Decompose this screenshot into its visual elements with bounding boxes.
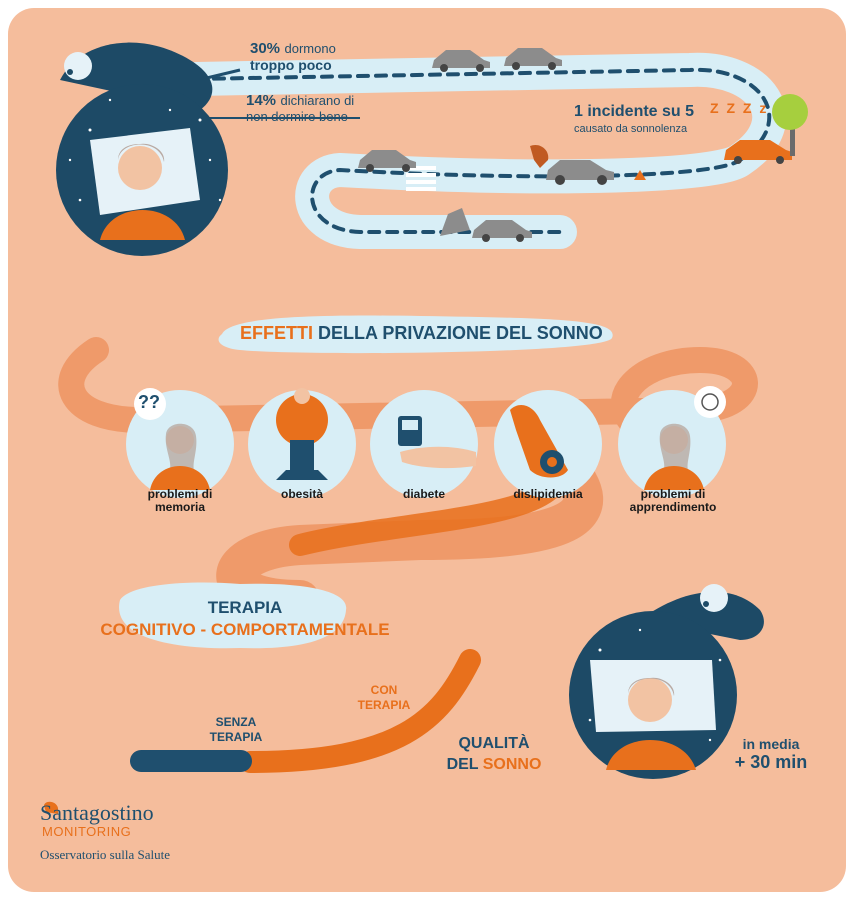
brand-tagline: Osservatorio sulla Salute	[40, 847, 170, 862]
crosswalk	[406, 166, 436, 191]
quality-line2a: DEL	[446, 756, 483, 773]
stat-text-dichiarano: dichiarano di	[280, 93, 355, 108]
quality-line1: QUALITÀ	[458, 735, 530, 752]
accident-title: 1 incidente su 5	[574, 103, 695, 120]
effect-label-obesity-1: obesità	[280, 487, 323, 501]
effect-label-learning: problemi di apprendimento	[618, 488, 728, 514]
stat-text-troppo-poco: troppo poco	[250, 57, 332, 73]
logo-mark	[44, 801, 58, 814]
effect-label-dyslipidemia: dislipidemia	[493, 488, 603, 501]
stat-sleep-little: 30% dormono troppo poco	[250, 40, 336, 72]
brand-logo: Santagostino MONITORING Osservatorio sul…	[40, 800, 170, 863]
accident-stat: 1 incidente su 5 causato da sonnolenza	[574, 103, 694, 135]
quality-label: QUALITÀ DEL SONNO	[444, 733, 544, 775]
effect-circles	[126, 390, 726, 498]
effect-label-learning-2: apprendimento	[629, 500, 717, 514]
quality-bar	[130, 649, 481, 773]
effect-label-memory-1: problemi di	[147, 487, 213, 501]
stat-value-14: 14%	[246, 92, 277, 109]
deer	[530, 144, 549, 168]
effect-label-diabetes-1: diabete	[402, 487, 445, 501]
car-1	[432, 50, 490, 72]
title-cloud	[218, 315, 613, 354]
average-gain-label: in media	[742, 736, 800, 752]
effect-label-diabetes: diabete	[369, 488, 479, 501]
diabetes-icon	[398, 416, 476, 469]
stat-value-30: 30%	[250, 40, 281, 57]
car-orange	[724, 140, 792, 164]
therapy-line1: TERAPIA	[207, 598, 283, 617]
brand-sub: MONITORING	[42, 824, 132, 839]
effect-label-obesity: obesità	[247, 488, 357, 501]
car-4	[546, 160, 614, 185]
effects-title-b: DELLA PRIVAZIONE DEL SONNO	[318, 323, 603, 343]
accident-subtitle: causato da sonnolenza	[574, 123, 688, 135]
stat-sleep-bad: 14% dichiarano di non dormire bene	[246, 92, 354, 124]
car-2	[504, 48, 562, 70]
warning-cone	[634, 170, 646, 180]
car-3	[358, 150, 416, 172]
average-gain: in media + 30 min	[716, 736, 826, 773]
learning-icon	[644, 386, 726, 490]
car-5	[472, 220, 532, 242]
sleeper-bottom	[569, 584, 764, 779]
zzz-sleep-letters: Z Z Z z	[710, 100, 769, 116]
therapy-line2: COGNITIVO - COMPORTAMENTALE	[100, 620, 390, 639]
effects-title-a: EFFETTI	[240, 323, 313, 343]
effects-title: EFFETTI DELLA PRIVAZIONE DEL SONNO	[240, 323, 603, 344]
brand-name: Santagostino	[40, 800, 154, 825]
average-gain-value: + 30 min	[734, 752, 808, 772]
tree	[772, 94, 808, 156]
memory-icon	[134, 388, 210, 490]
obesity-icon	[276, 388, 328, 480]
effect-label-memory-2: memoria	[154, 500, 206, 514]
car-crashed	[440, 208, 470, 236]
effect-label-learning-1: problemi di	[640, 487, 706, 501]
dyslipidemia-icon	[510, 405, 568, 478]
therapy-title: TERAPIA COGNITIVO - COMPORTAMENTALE	[80, 597, 410, 641]
without-therapy-1: SENZA	[215, 715, 257, 729]
without-therapy-2: TERAPIA	[209, 730, 263, 744]
with-therapy-label: CON TERAPIA	[344, 683, 424, 713]
road	[179, 52, 787, 249]
question-marks: ??	[138, 392, 160, 412]
therapy-cloud	[119, 582, 347, 649]
quality-line2b: SONNO	[482, 756, 542, 773]
stat-text-non-dormire: non dormire bene	[246, 109, 348, 124]
effect-label-memory: problemi di memoria	[125, 488, 235, 514]
without-therapy-label: SENZA TERAPIA	[196, 715, 276, 745]
with-therapy-2: TERAPIA	[357, 698, 411, 712]
sleeper-top	[56, 42, 228, 256]
effect-label-dyslipidemia-1: dislipidemia	[513, 487, 583, 501]
stat-text-dormono: dormono	[284, 41, 336, 56]
with-therapy-1: CON	[370, 683, 398, 697]
